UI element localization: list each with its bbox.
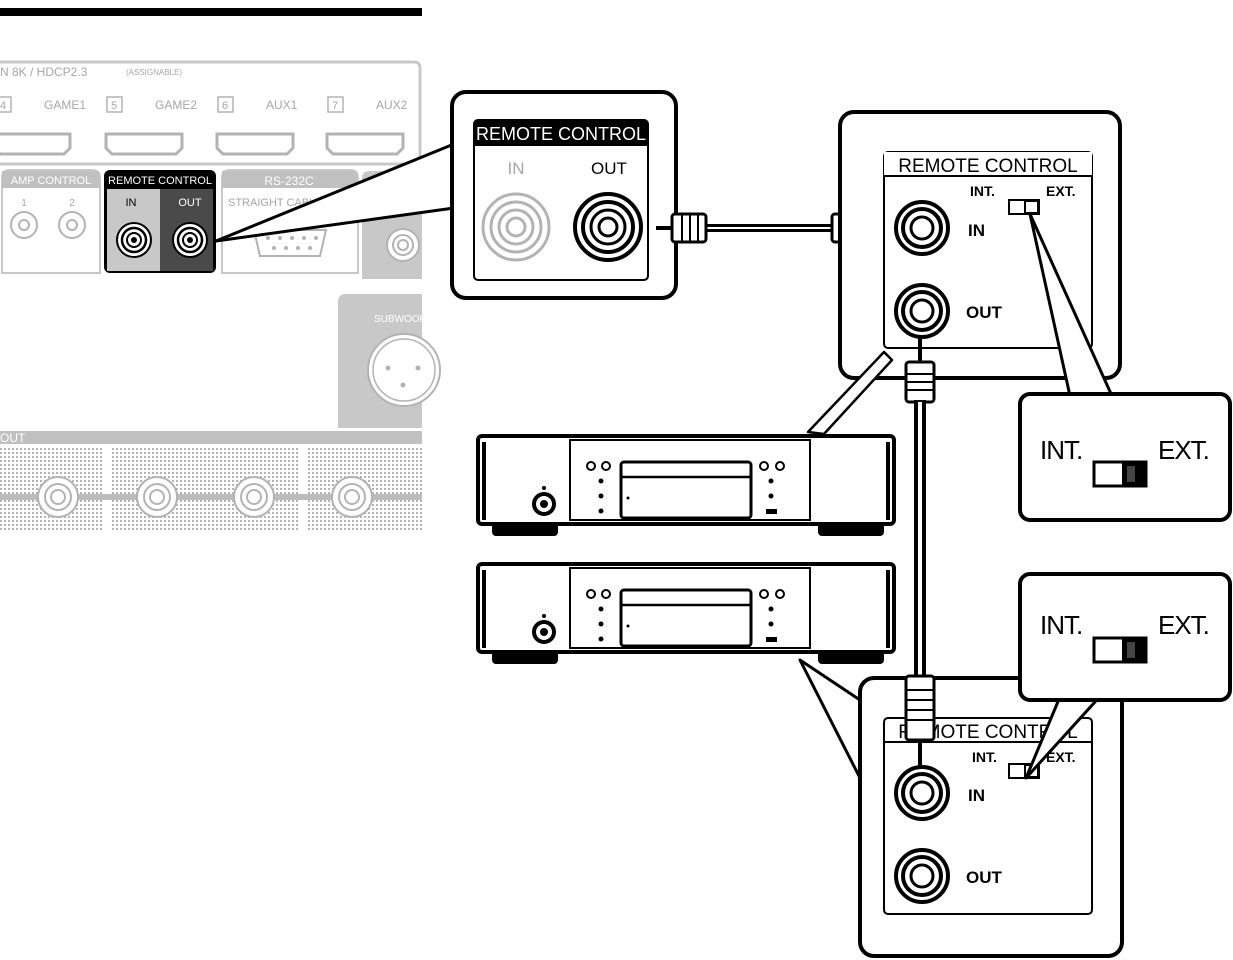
- hdmi-socket-icon: [325, 132, 405, 156]
- rs232c-sublabel: STRAIGHT CABL: [228, 197, 315, 209]
- hdmi-port-label: AUX1: [266, 98, 298, 112]
- receiver-zoom-callout: REMOTE CONTROL IN OUT: [214, 90, 678, 300]
- switch-callout-top: INT. EXT.: [1018, 212, 1232, 522]
- power-button-icon[interactable]: [532, 614, 556, 644]
- switch-callout-bottom-ext-label: EXT.: [1158, 610, 1209, 640]
- top-device-remote-panel: REMOTE CONTROL INT. EXT. IN OUT: [838, 110, 1122, 380]
- bottom-panel-out-jack[interactable]: [894, 848, 950, 904]
- zoom-callout-out-label: OUT: [591, 159, 627, 178]
- subwoofer-label: SUBWOOF: [374, 314, 426, 325]
- bottom-panel-ext-label: EXT.: [1046, 749, 1076, 765]
- switch-callout-bottom: INT. EXT.: [1018, 572, 1232, 780]
- top-panel-in-label: IN: [968, 221, 985, 240]
- hdmi-port-6[interactable]: 6 AUX1: [215, 96, 298, 156]
- partial-jack-icon: [386, 228, 420, 262]
- rs232c-group: RS-232C STRAIGHT CABL: [221, 169, 359, 274]
- zoom-callout-in-label: IN: [508, 159, 525, 178]
- disc-tray[interactable]: [619, 588, 753, 648]
- hdmi-port-number: 7: [332, 100, 338, 112]
- switch-callout-top-switch[interactable]: [1092, 460, 1148, 488]
- zoom-callout-out-jack[interactable]: [573, 192, 643, 262]
- switch-callout-bottom-switch[interactable]: [1092, 636, 1148, 664]
- hdmi-assignable-note: (ASSIGNABLE): [126, 68, 182, 77]
- top-panel-out-jack[interactable]: [894, 283, 950, 339]
- amp-control-jack-2[interactable]: [58, 211, 86, 239]
- bottom-device-remote-panel: REMOTE CONTROL INT. EXT. IN OUT: [798, 658, 1124, 958]
- hdmi-port-label: AUX2: [376, 98, 408, 112]
- rca-cable-vertical: [904, 336, 936, 768]
- receiver-remote-in-jack[interactable]: [116, 222, 152, 258]
- callout-pointer: [806, 350, 894, 436]
- callout-pointer: [798, 658, 862, 780]
- hdmi-port-number: 6: [222, 100, 228, 112]
- amp-control-group: AMP CONTROL 1 2: [1, 169, 101, 274]
- receiver-remote-control-label: REMOTE CONTROL: [108, 175, 212, 187]
- amp-control-jack-1[interactable]: [10, 211, 38, 239]
- out-terminal-jack[interactable]: [37, 476, 79, 518]
- hdmi-group-outline: [0, 60, 422, 166]
- receiver-remote-out-jack[interactable]: [172, 222, 208, 258]
- bottom-panel-in-label: IN: [968, 786, 985, 805]
- hdmi-socket-icon: [215, 132, 295, 156]
- rca-plug-icon: [904, 360, 936, 404]
- top-panel-int-ext-switch[interactable]: [1008, 199, 1040, 215]
- switch-callout-top-ext-label: EXT.: [1158, 435, 1209, 465]
- zoom-callout-in-jack[interactable]: [481, 192, 551, 262]
- out-terminal-jack[interactable]: [136, 476, 178, 518]
- switch-callout-bottom-int-label: INT.: [1040, 610, 1082, 640]
- amp-control-port-number: 2: [69, 198, 75, 209]
- top-panel-in-jack[interactable]: [894, 200, 950, 256]
- hdmi-port-label: GAME1: [44, 98, 86, 112]
- disc-tray[interactable]: [619, 460, 753, 520]
- subwoofer-xlr-jack[interactable]: [367, 333, 441, 407]
- out-terminal-group: OUT: [0, 431, 422, 532]
- hdmi-socket-icon: [104, 132, 184, 156]
- top-panel-out-label: OUT: [966, 303, 1003, 322]
- rca-plug-icon: [904, 674, 936, 742]
- top-panel-title: REMOTE CONTROL: [898, 156, 1077, 177]
- receiver-remote-control-group: REMOTE CONTROL IN OUT: [104, 170, 216, 273]
- device-unit-top: [476, 350, 896, 536]
- top-panel-ext-label: EXT.: [1046, 183, 1076, 199]
- hdmi-port-5[interactable]: 5 GAME2: [104, 96, 197, 156]
- bottom-panel-out-label: OUT: [966, 868, 1003, 887]
- amp-control-label: AMP CONTROL: [11, 175, 91, 187]
- receiver-remote-in-label: IN: [126, 197, 137, 209]
- hdmi-port-7[interactable]: 7 AUX2: [325, 96, 408, 156]
- device-unit-bottom: [476, 562, 896, 664]
- amp-control-port-number: 1: [21, 198, 27, 209]
- panel-top-bar: [0, 8, 422, 16]
- hdmi-port-number: 4: [0, 100, 6, 112]
- hdmi-port-4[interactable]: 4 GAME1: [0, 96, 86, 156]
- bottom-panel-int-label: INT.: [972, 749, 997, 765]
- out-label: OUT: [0, 431, 26, 445]
- switch-callout-top-int-label: INT.: [1040, 435, 1082, 465]
- receiver-rear-panel: N 8K / HDCP2.3 (ASSIGNABLE) 4 GAME1 5 GA…: [0, 8, 441, 532]
- rca-plug-icon: [670, 212, 708, 244]
- hdmi-header: N 8K / HDCP2.3: [0, 65, 88, 79]
- out-terminal-jack[interactable]: [233, 476, 275, 518]
- power-button-icon[interactable]: [532, 486, 556, 516]
- out-terminal-jack[interactable]: [331, 476, 373, 518]
- zoom-callout-title: REMOTE CONTROL: [476, 124, 646, 144]
- receiver-remote-out-label: OUT: [178, 197, 202, 209]
- top-panel-int-label: INT.: [970, 183, 995, 199]
- hdmi-port-number: 5: [111, 100, 117, 112]
- rs232c-label: RS-232C: [264, 174, 314, 188]
- hdmi-socket-icon: [0, 132, 72, 156]
- bottom-panel-in-jack[interactable]: [894, 765, 950, 821]
- hdmi-port-label: GAME2: [155, 98, 197, 112]
- bottom-panel-title: REMOTE CONTROL: [898, 722, 1077, 743]
- subwoofer-group: SUBWOOF: [338, 294, 441, 428]
